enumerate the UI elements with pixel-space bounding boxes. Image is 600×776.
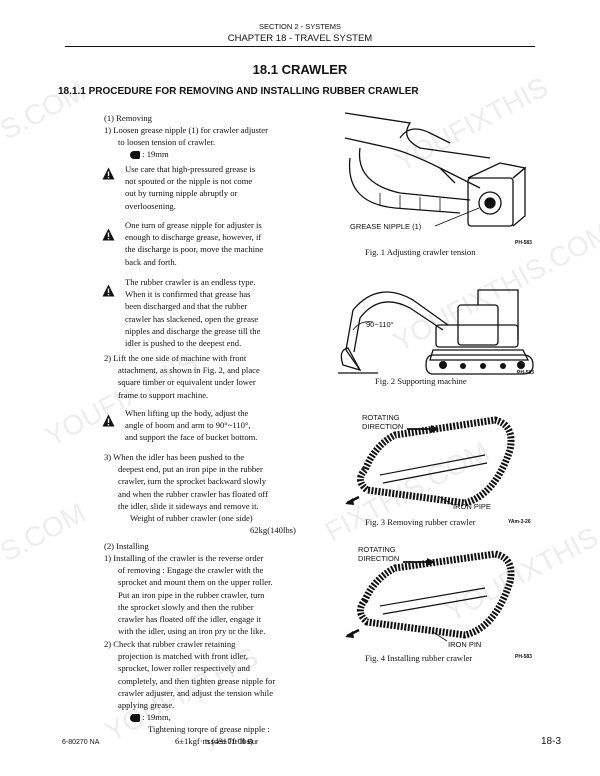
removing-step-2: 2) Lift the one side of machine with fro… bbox=[104, 353, 260, 400]
iron-pin-label: IRON PIN bbox=[448, 640, 482, 649]
removing-heading: (1) Removing bbox=[104, 113, 152, 123]
page-number: 18-3 bbox=[541, 736, 562, 747]
footer-document-number: 6-80270 NA bbox=[62, 739, 100, 746]
removing-step-3: 3) When the idler has been pushed to the… bbox=[104, 452, 268, 511]
angle-label: 90~110° bbox=[366, 320, 394, 329]
removing-step-1: 1) Loosen grease nipple (1) for crawler … bbox=[104, 125, 268, 160]
warning-icon bbox=[102, 167, 115, 180]
figure-2-code: PH-583 bbox=[517, 370, 534, 376]
figure-3-caption: Fig. 3 Removing rubber crawler bbox=[365, 517, 476, 527]
warning-text-3: The rubber crawler is an endless type.Wh… bbox=[125, 277, 261, 349]
figure-1-crawler-adjuster-diagram bbox=[344, 112, 527, 227]
section-subtitle: 18.1.1 PROCEDURE FOR REMOVING AND INSTAL… bbox=[58, 86, 419, 97]
page-title: 18.1 CRAWLER bbox=[252, 62, 348, 77]
figure-1-code: PH-583 bbox=[515, 240, 532, 246]
installing-step-2: 2) Check that rubber crawler retaining p… bbox=[104, 639, 276, 723]
watermark: S.COM bbox=[0, 496, 91, 568]
installing-step-1: 1) Installing of the crawler is the reve… bbox=[104, 553, 273, 637]
grease-nipple-label: GREASE NIPPLE (1) bbox=[350, 222, 422, 231]
figure-1-caption: Fig. 1 Adjusting crawler tension bbox=[365, 247, 476, 257]
figure-3-crawler-removal-diagram bbox=[345, 416, 515, 507]
figure-3-code: YAm-3-26 bbox=[508, 519, 531, 525]
torque-label: Tightening torqre of grease nipple : bbox=[148, 724, 270, 734]
crawler-weight-value: 62kg(140lbs) bbox=[250, 525, 296, 535]
figure-4-caption: Fig. 4 Installing rubber crawler bbox=[365, 653, 473, 663]
footer-issued: Issued 01-06 Bur bbox=[205, 739, 259, 746]
iron-pipe-label: IRON PIPE bbox=[453, 502, 491, 511]
crawler-weight-label: Weight of rubber crawler (one side) bbox=[130, 513, 253, 523]
figure-4-crawler-installing-diagram bbox=[345, 550, 515, 642]
figure-4-code: PH-583 bbox=[515, 654, 532, 660]
warning-icon bbox=[102, 284, 115, 297]
wrench-icon bbox=[130, 151, 140, 160]
figure-2-excavator-diagram bbox=[338, 289, 534, 375]
installing-heading: (2) Installing bbox=[104, 541, 149, 551]
warning-icon bbox=[102, 228, 115, 241]
warning-icon bbox=[102, 414, 115, 427]
torque-value: 6±1kgf·m (43±7ft·lbs) bbox=[175, 736, 253, 746]
header-rule bbox=[65, 46, 535, 47]
section-header: SECTION 2 - SYSTEMS bbox=[258, 22, 342, 31]
warning-text-2: One turn of grease nipple for adjuster i… bbox=[125, 220, 264, 267]
chapter-header: CHAPTER 18 - TRAVEL SYSTEM bbox=[227, 33, 373, 44]
wrench-icon bbox=[130, 714, 140, 723]
figure-2-caption: Fig. 2 Supporting machine bbox=[375, 376, 467, 386]
